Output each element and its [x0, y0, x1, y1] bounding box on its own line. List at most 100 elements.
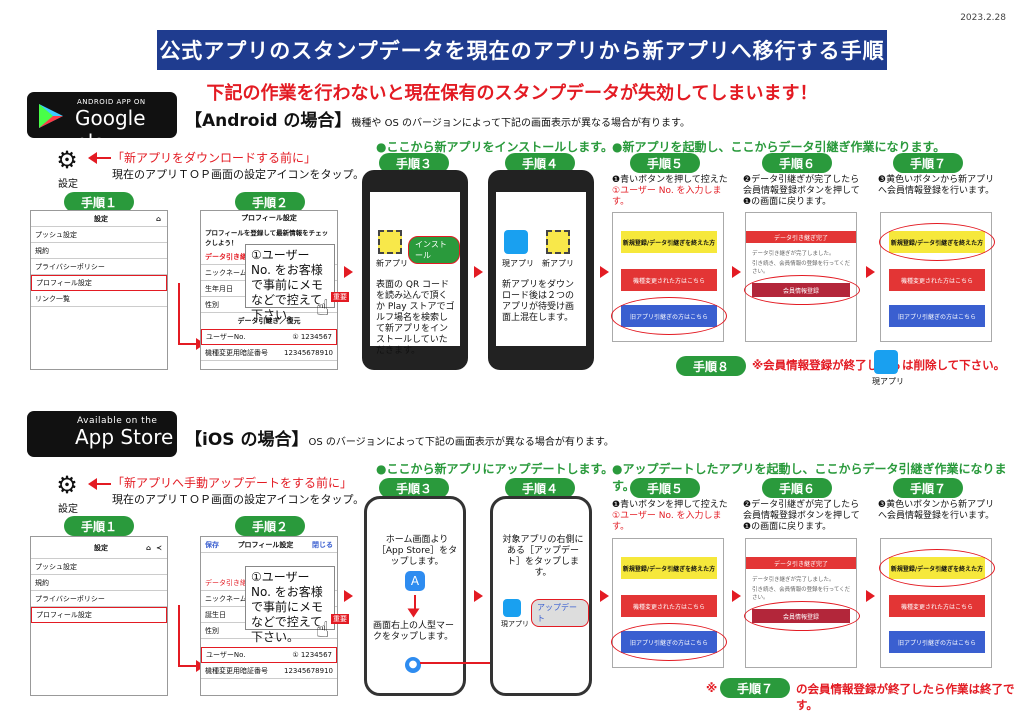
device-number: 12345678910 — [284, 666, 333, 675]
settings-row-profile[interactable]: プロフィール設定 — [31, 607, 167, 623]
step6-text: ❷データ引継ぎが完了したら会員情報登録ボタンを押して❶の画面に戻ります。 — [743, 175, 860, 207]
red-arrow-icon — [344, 266, 353, 278]
complete-line2: 引き続き、会員情報の登録を行ってください。 — [752, 587, 851, 601]
highlight-oval — [744, 275, 860, 305]
android-play-icon — [39, 104, 63, 128]
profile-title: プロフィール設定 — [241, 214, 297, 222]
final-mark: ※ — [706, 681, 718, 695]
yellow-button[interactable]: 新規登録/データ引継ぎを終えた方 — [621, 231, 717, 253]
red-button[interactable]: 機種変更された方はこちら — [621, 595, 717, 617]
android-heading-note: 機種や OS のバージョンによって下記の画面表示が異なる場合が有ります。 — [351, 118, 690, 129]
update-button[interactable]: アップデート — [531, 599, 589, 627]
google-play-badge[interactable]: ANDROID APP ON Google play — [27, 92, 177, 154]
old-app-label: 現アプリ — [872, 377, 904, 386]
blue-button[interactable]: 旧アプリ引継ぎの方はこちら — [889, 631, 985, 653]
red-arrow-icon — [407, 608, 420, 618]
settings-row[interactable]: プッシュ設定 — [31, 559, 167, 575]
gear-icon: ⚙ — [56, 146, 78, 174]
step-4-label: 手順４ — [505, 478, 575, 498]
step6-screen: データ引き継ぎ完了 データ引き継ぎが完了しました。 引き続き、会員情報の登録を行… — [744, 538, 860, 668]
step7-screen: 新規登録/データ引継ぎを終えた方 機種変更された方はこちら 旧アプリ引継ぎの方は… — [879, 538, 995, 668]
device-label: 機種変更用暗証番号 — [205, 348, 268, 357]
warning-text: 下記の作業を行わないと現在保有のスタンプデータが失効してしまいます！ — [206, 83, 818, 104]
start-tagline: ●アップデートしたアプリを起動し、ここからデータ引継ぎ作業になります。 — [612, 462, 1007, 493]
settings-row[interactable]: 規約 — [31, 243, 167, 259]
phone-screen: 現アプリ 新アプリ 新アプリをダウンロード後は２つのアプリが待受け画面上混在しま… — [496, 192, 586, 346]
settings-screen: 設定⌂ プッシュ設定 規約 プライバシーポリシー プロフィール設定 リンク一覧 — [30, 210, 168, 370]
phone-screen: 新アプリ インストール 表面の QR コードを読み込んで頂くか Play ストア… — [370, 192, 460, 356]
android-phone-step4: 現アプリ 新アプリ 新アプリをダウンロード後は２つのアプリが待受け画面上混在しま… — [488, 170, 594, 370]
settings-row[interactable]: プッシュ設定 — [31, 227, 167, 243]
start-tagline: ●新アプリを起動し、ここからデータ引継ぎ作業になります。 — [612, 140, 946, 154]
complete-header: データ引き継ぎ完了 — [746, 557, 856, 569]
gear-label: 設定 — [58, 179, 78, 190]
step3-text-a: ホーム画面より［App Store］をタップします。 — [376, 535, 458, 567]
close-button[interactable]: 閉じる — [312, 540, 333, 549]
red-button[interactable]: 機種変更された方はこちら — [889, 269, 985, 291]
gear-icon: ⚙ — [56, 471, 78, 499]
step-6-label: 手順６ — [762, 478, 832, 498]
page-title: 公式アプリのスタンプデータを現在のアプリから新アプリへ移行する手順 — [157, 30, 887, 70]
share-icon[interactable]: ≺ — [156, 543, 162, 552]
arrow-line — [97, 157, 111, 159]
home-icon[interactable]: ⌂ — [155, 214, 161, 223]
badge-big-text: Google play — [75, 106, 146, 154]
red-arrow-icon — [474, 266, 483, 278]
settings-title: 設定 ⌂ ≺ — [31, 537, 167, 559]
final-text: の会員情報登録が終了したら作業は終了です。 — [796, 682, 1015, 712]
new-app-label: 新アプリ — [542, 259, 574, 268]
settings-row[interactable]: リンク一覧 — [31, 291, 167, 307]
app-store-badge[interactable]: Available on the App Store — [27, 411, 177, 457]
step6-text: ❷データ引継ぎが完了したら会員情報登録ボタンを押して❶の画面に戻ります。 — [743, 500, 860, 532]
pre-note: 「新アプリへ手動アップデートをする前に」 — [112, 476, 353, 490]
person-icon[interactable]: ● — [405, 657, 421, 673]
red-arrow-icon — [344, 590, 353, 602]
user-number: ① 1234567 — [292, 651, 332, 659]
blue-button[interactable]: 旧アプリ引継ぎの方はこちら — [889, 305, 985, 327]
device-number: 12345678910 — [284, 348, 333, 357]
highlight-oval — [879, 223, 995, 261]
user-label: ユーザーNo. — [206, 651, 246, 659]
red-arrow-icon — [600, 266, 609, 278]
new-app-icon — [546, 230, 570, 254]
complete-line1: データ引き継ぎが完了しました。 — [752, 577, 835, 583]
red-arrow-icon — [88, 478, 97, 490]
user-number-row: ユーザーNo. ① 1234567 — [201, 647, 337, 663]
red-button[interactable]: 機種変更された方はこちら — [621, 269, 717, 291]
red-arrow-icon — [474, 590, 483, 602]
step-1-label: 手順１ — [64, 192, 134, 212]
device-label: 機種変更用暗証番号 — [205, 666, 268, 675]
settings-row[interactable]: プライバシーポリシー — [31, 591, 167, 607]
settings-row[interactable]: プライバシーポリシー — [31, 259, 167, 275]
profile-header: 保存プロフィール設定閉じる — [201, 537, 337, 553]
memo-note: ①ユーザー No. をお客様で事前にメモなどで控えて下さい。 — [245, 566, 335, 644]
step7-text: ❸黄色いボタンから新アプリへ会員情報登録を行います。 — [878, 500, 995, 521]
home-icon[interactable]: ⌂ — [145, 543, 151, 552]
old-app-icon — [503, 599, 521, 617]
step-7-label: 手順７ — [893, 153, 963, 173]
profile-intro: プロフィールを登録して最新情報をチェックしよう！ — [205, 229, 329, 247]
date: 2023.2.28 — [960, 13, 1006, 23]
red-arrow-icon — [866, 266, 875, 278]
complete-line2: 引き続き、会員情報の登録を行ってください。 — [752, 261, 851, 275]
user-number: ① 1234567 — [292, 333, 332, 341]
badge-big-text: App Store — [75, 425, 174, 449]
yellow-button[interactable]: 新規登録/データ引継ぎを終えた方 — [621, 557, 717, 579]
ios-heading: 【iOS の場合】OS のバージョンによって下記の画面表示が異なる場合が有ります… — [185, 425, 614, 450]
red-button[interactable]: 機種変更された方はこちら — [889, 595, 985, 617]
settings-title-text: 設定 — [94, 543, 108, 552]
step-3-label: 手順３ — [379, 153, 449, 173]
app-store-icon[interactable]: A — [405, 571, 425, 591]
badge-small-text: ANDROID APP ON — [77, 98, 146, 106]
hand-pointer-icon: ☝ — [316, 296, 330, 321]
badge-small-text: Available on the — [77, 416, 158, 426]
install-button[interactable]: インストール — [408, 236, 460, 264]
save-button[interactable]: 保存 — [205, 540, 219, 549]
old-app-label: 現アプリ — [501, 620, 529, 628]
step5-screen: 新規登録/データ引継ぎを終えた方 機種変更された方はこちら 旧アプリ引継ぎの方は… — [611, 538, 727, 668]
red-arrow-icon — [732, 266, 741, 278]
settings-row-profile[interactable]: プロフィール設定 — [31, 275, 167, 291]
settings-row[interactable]: 規約 — [31, 575, 167, 591]
device-row: 機種変更用暗証番号 12345678910 — [201, 345, 337, 361]
